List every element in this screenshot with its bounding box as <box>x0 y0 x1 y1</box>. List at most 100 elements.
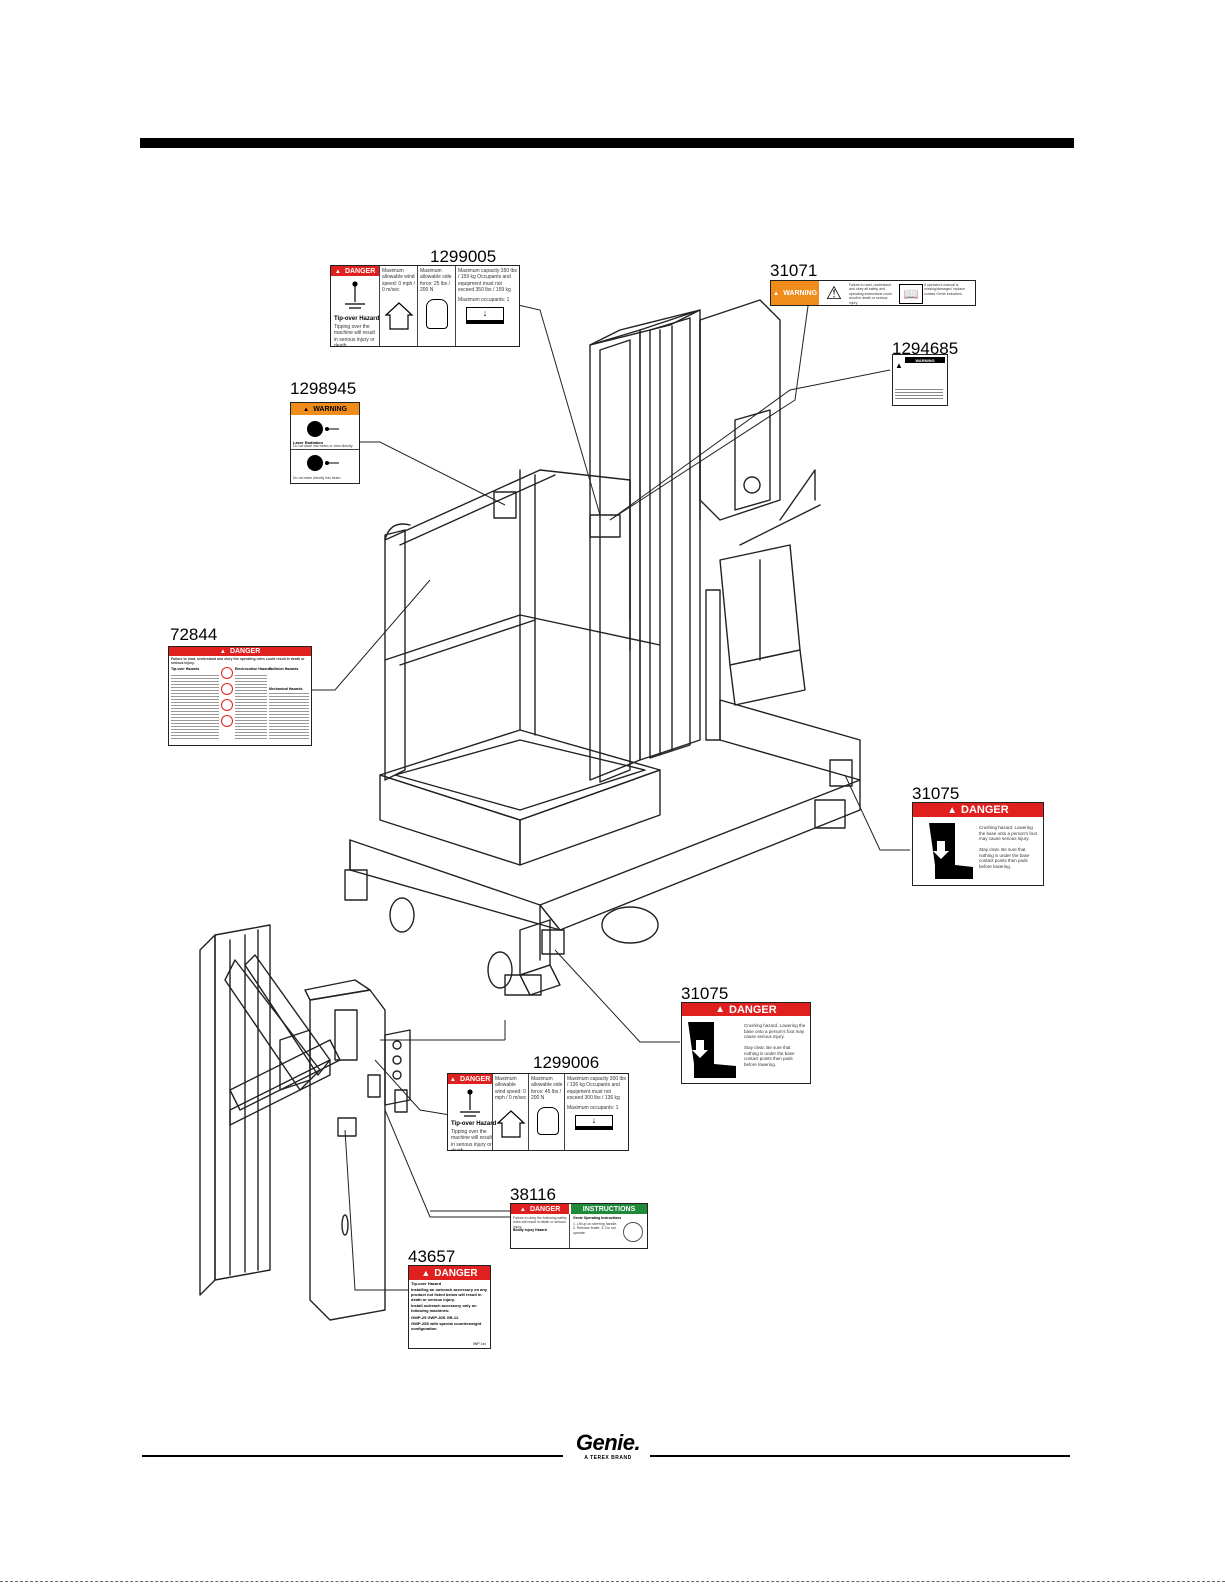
decal-1298945-text: Do not stare into beam or view directly. <box>293 444 354 448</box>
decal-43657-header: ▲DANGER <box>409 1266 490 1280</box>
decal-1294685: ▲ WARNING <box>892 354 948 406</box>
decal-72844-col1-body <box>171 673 219 741</box>
decal-1299006-hazard: Tip-over Hazard <box>451 1121 497 1127</box>
decal-1298945-caption: Do not stare directly into beam. <box>293 476 342 480</box>
warning-triangle-icon: ▲ <box>302 405 310 413</box>
steering-pictogram-icon <box>623 1222 643 1242</box>
decal-72844-header: ▲DANGER <box>169 647 311 656</box>
decal-1299006-side-force: Maximum allowable side force: 45 lbs / 2… <box>528 1074 565 1150</box>
decal-72844-col3-body <box>269 693 309 741</box>
decal-1294685-header: WARNING <box>905 357 945 363</box>
warning-triangle-icon: ▲ <box>772 289 780 297</box>
decal-38116-header-right: INSTRUCTIONS <box>571 1204 647 1214</box>
part-number-43657: 43657 <box>408 1247 456 1266</box>
part-number-38116: 38116 <box>510 1185 557 1204</box>
header-rule <box>140 138 1074 148</box>
decal-43657-line2: Installing an outreach accessory on any … <box>411 1287 488 1302</box>
warning-triangle-icon: ▲ <box>947 804 958 816</box>
decal-72844-col4-title: Mechanical Hazards <box>269 687 303 691</box>
warning-triangle-icon: ▲ <box>449 1075 456 1083</box>
decal-43657-line1: Tip-over Hazard <box>411 1281 442 1286</box>
decal-72844-intro: Failure to read, understand and obey the… <box>171 657 305 666</box>
decal-31071-text1: Failure to read, understand and obey all… <box>849 283 892 305</box>
decal-43657: ▲DANGER Tip-over Hazard Installing an ou… <box>408 1265 491 1349</box>
decal-31071-header: ▲WARNING <box>771 281 819 305</box>
decal-31071-text2: If operator's manual is missing/damaged,… <box>924 283 966 296</box>
decal-1298945-header: ▲WARNING <box>291 403 359 415</box>
laser-head-icon-2 <box>305 453 341 473</box>
part-number-1294685: 1294685 <box>892 339 959 358</box>
decal-31071: ▲WARNING ⚠ Failure to read, understand a… <box>770 280 976 306</box>
decal-72844: ▲DANGER Failure to read, understand and … <box>168 646 312 746</box>
warning-triangle-icon: ▲ <box>219 648 226 655</box>
part-number-31075-upper: 31075 <box>912 784 960 803</box>
decal-38116: ▲DANGER INSTRUCTIONS Failure to obey the… <box>510 1203 648 1249</box>
decal-1299005-side-force: Maximum allowable side force: 25 lbs / 2… <box>417 266 456 346</box>
decal-31075-upper-line2: Stay clear. Be sure that nothing is unde… <box>979 847 1030 869</box>
footer-rule-right <box>650 1455 1070 1457</box>
warning-triangle-icon: ▲ <box>519 1205 526 1213</box>
decal-72844-col3-title: Collision Hazards <box>269 667 299 671</box>
hand-pictogram-icon <box>537 1107 559 1135</box>
decal-72844-col1-title: Tip-over Hazards <box>171 667 200 671</box>
foot-crush-icon <box>921 821 977 881</box>
decal-38116-right-title: Genie Operating Instructions <box>573 1216 622 1220</box>
genie-logo: Genie. A TEREX BRAND <box>571 1430 645 1462</box>
decal-31075-lower-line2: Stay clear. Be sure that nothing is unde… <box>744 1045 795 1067</box>
warning-triangle-icon: ▲ <box>895 361 903 370</box>
warning-triangle-icon: ▲ <box>715 1004 726 1015</box>
genie-logo-text: Genie. <box>575 1430 641 1455</box>
decal-38116-header-left: ▲DANGER <box>511 1204 569 1214</box>
decal-1299006-hazard-text: Tipping over the machine will result in … <box>451 1129 492 1151</box>
part-number-72844: 72844 <box>170 625 218 644</box>
footer-rule-left <box>142 1455 563 1457</box>
warning-triangle-icon: ▲ <box>421 1268 431 1278</box>
decal-1299005-wind: Maximum allowable wind speed: 0 mph / 0 … <box>379 266 418 346</box>
part-number-31075-lower: 31075 <box>681 984 729 1003</box>
hand-pictogram-icon <box>426 299 448 329</box>
decal-72844-col2-body <box>235 673 267 741</box>
warning-sign-icon: ⚠ <box>825 283 843 303</box>
part-number-31071: 31071 <box>770 261 818 280</box>
decal-31075-upper: ▲DANGER Crushing hazard. Lowering the ba… <box>912 802 1044 886</box>
part-number-1298945: 1298945 <box>290 379 357 398</box>
decal-1299005-hazard-text: Tipping over the machine will result in … <box>334 324 375 347</box>
decal-72844-col2-title: Electrocution Hazards <box>235 667 272 671</box>
decal-31075-lower-header: ▲DANGER <box>682 1003 810 1016</box>
part-number-1299006: 1299006 <box>533 1053 600 1072</box>
decal-43657-models: GWP-25 GWP-30S GR-12 <box>411 1315 459 1320</box>
decal-1299005: ▲DANGER Tip-over Hazard Tipping over the… <box>330 265 520 347</box>
foot-crush-icon <box>684 1020 740 1080</box>
decal-43657-line4: GWP-25S with special counterweight confi… <box>411 1321 482 1331</box>
decal-1299006-wind: Maximum allowable wind speed: 0 mph / 0 … <box>492 1074 529 1150</box>
prohibition-icons <box>221 667 233 739</box>
genie-logo-sub: A TEREX BRAND <box>584 1455 632 1461</box>
manual-book-icon: 📖 <box>899 284 923 304</box>
decal-1299005-capacity: Maximum capacity 350 lbs / 159 kg Occupa… <box>455 266 519 346</box>
weight-pictogram-icon: ↓ <box>466 307 504 325</box>
decal-38116-right-text: 1. Lift up on steering handle. 2. Releas… <box>573 1222 618 1235</box>
decal-1298945: ▲WARNING Laser Radiation Do not stare in… <box>290 402 360 484</box>
decal-31075-lower-line1: Crushing hazard. Lowering the base onto … <box>744 1023 806 1040</box>
decal-1298945-label: Laser Radiation <box>293 440 324 445</box>
decal-38116-left-sub: Bodily Injury Hazard <box>513 1228 547 1232</box>
decal-1299006: ▲DANGER Tip-over Hazard Tipping over the… <box>447 1073 629 1151</box>
tip-over-pictogram-icon <box>341 280 369 310</box>
decal-31075-lower: ▲DANGER Crushing hazard. Lowering the ba… <box>681 1002 811 1084</box>
tip-over-pictogram-icon <box>456 1088 484 1118</box>
page-bottom-border <box>0 1581 1225 1582</box>
decal-1299005-header: ▲DANGER <box>331 266 379 276</box>
decal-38116-left-text: Failure to obey the following safety rul… <box>513 1216 567 1229</box>
house-pictogram-icon <box>496 1109 529 1144</box>
part-number-1299005: 1299005 <box>430 247 497 266</box>
decal-31075-upper-header: ▲DANGER <box>913 803 1043 817</box>
decal-43657-code: IWP 1xx <box>473 1342 486 1346</box>
weight-pictogram-icon: ↓ <box>575 1115 613 1131</box>
warning-triangle-icon: ▲ <box>334 267 341 275</box>
decal-43657-line3: Install outreach accessory only on follo… <box>411 1303 477 1313</box>
house-pictogram-icon <box>384 301 418 336</box>
decal-1299006-header: ▲DANGER <box>448 1074 492 1084</box>
decal-1299005-hazard: Tip-over Hazard <box>334 316 380 322</box>
decal-1299006-capacity: Maximum capacity 300 lbs / 136 kg Occupa… <box>564 1074 628 1150</box>
